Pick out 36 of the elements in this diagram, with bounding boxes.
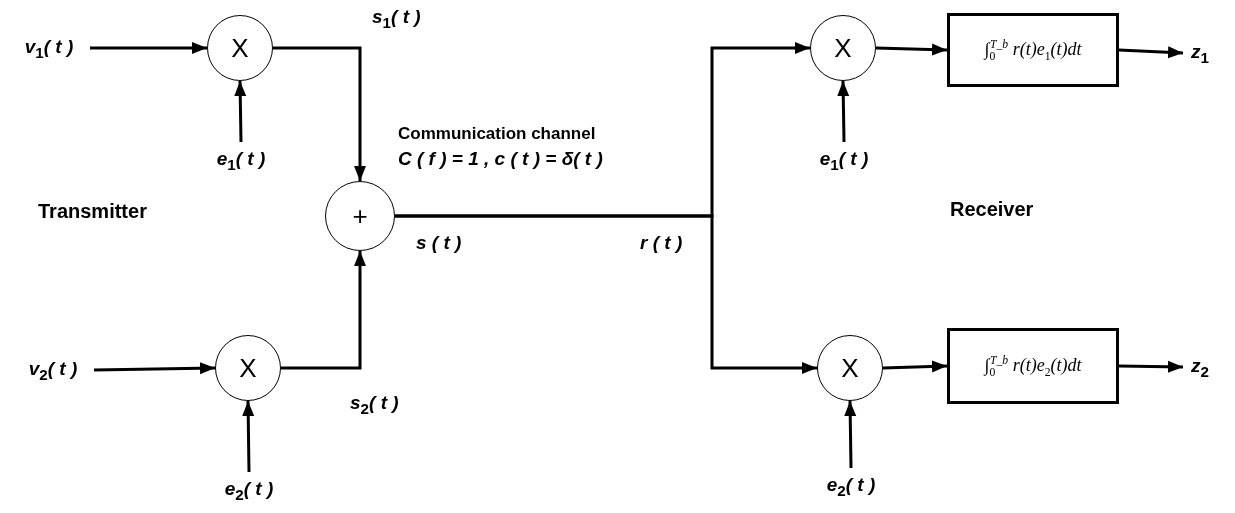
multiplier-circle: X <box>810 15 876 81</box>
signal-label: s ( t ) <box>416 232 462 254</box>
integrator-block: ∫$_{0}$$^{T_b}$ r(t)e$_{2}$(t)dt <box>947 328 1119 404</box>
arrow <box>90 42 207 54</box>
multiplier-circle: X <box>215 335 281 401</box>
signal-label: e$_{2}$( t ) <box>810 468 892 504</box>
arrow <box>875 43 948 56</box>
arrow <box>844 400 857 469</box>
signal-label: e$_{2}$( t ) <box>208 472 290 508</box>
section-label: Receiver <box>950 198 1034 221</box>
multiplier-circle: X <box>207 15 273 81</box>
arrow <box>1118 46 1184 59</box>
section-label: Communication channel <box>398 124 596 144</box>
arrow <box>1118 360 1184 373</box>
arrow <box>837 80 850 143</box>
multiplier-circle: X <box>817 335 883 401</box>
arrow <box>395 214 817 374</box>
signal-label: v$_{1}$( t ) <box>8 30 90 66</box>
signal-label: z$_{1}$ <box>1183 36 1217 70</box>
arrow <box>273 46 366 181</box>
signal-label: v$_{2}$( t ) <box>12 352 94 388</box>
signal-label: s$_{2}$( t ) <box>350 392 399 417</box>
signal-label: s$_{1}$( t ) <box>372 6 421 31</box>
signal-label: r ( t ) <box>640 232 683 254</box>
adder-circle: + <box>325 181 395 251</box>
arrow <box>281 251 366 370</box>
signal-label: C ( f ) = 1 , c ( t ) = δ( t ) <box>398 148 603 170</box>
signal-label: z$_{2}$ <box>1183 350 1217 384</box>
arrow <box>234 80 247 143</box>
signal-label: e$_{1}$( t ) <box>200 142 282 178</box>
arrow <box>242 400 255 473</box>
integrator-block: ∫$_{0}$$^{T_b}$ r(t)e$_{1}$(t)dt <box>947 13 1119 87</box>
arrow <box>882 360 948 373</box>
signal-label: e$_{1}$( t ) <box>803 142 885 178</box>
section-label: Transmitter <box>38 200 147 223</box>
arrow <box>93 362 216 375</box>
